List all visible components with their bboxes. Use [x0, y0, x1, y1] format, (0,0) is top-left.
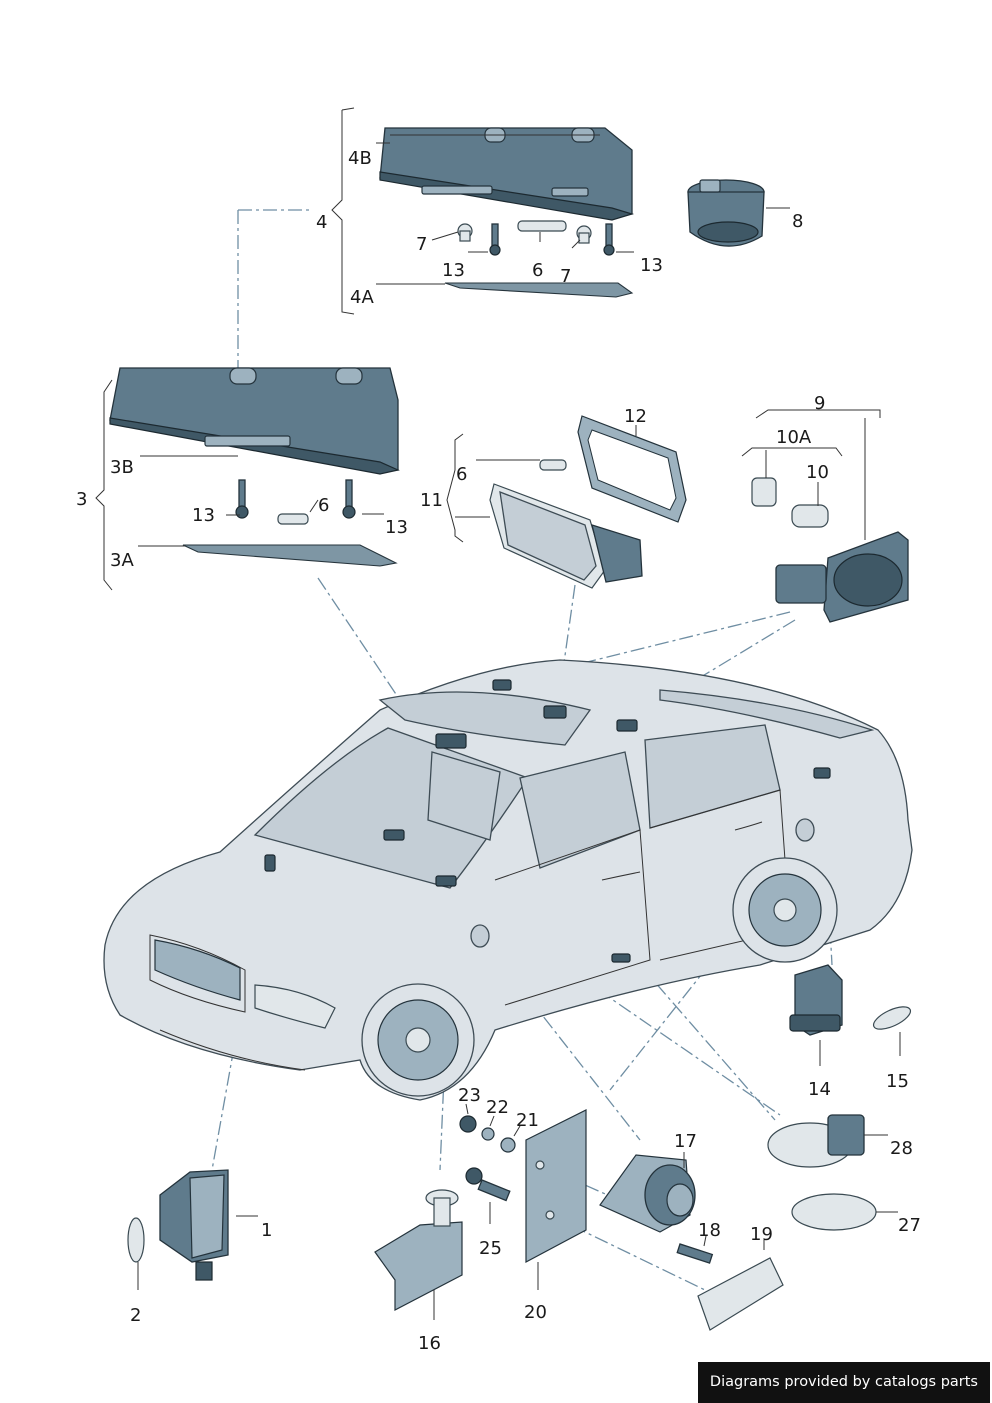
- reading-light-11: [489, 459, 643, 589]
- cover-4a: [444, 282, 634, 298]
- label-23: 23: [458, 1085, 481, 1106]
- label-4a: 4A: [350, 287, 374, 308]
- horn-17: [599, 1154, 696, 1233]
- label-13d: 13: [385, 517, 408, 538]
- label-13a: 13: [442, 260, 465, 281]
- car: [103, 659, 913, 1101]
- lamp-28: [767, 1114, 865, 1168]
- lens-19: [697, 1257, 784, 1331]
- label-19: 19: [750, 1224, 773, 1245]
- interior-light-3b: [109, 367, 400, 475]
- label-22: 22: [486, 1097, 509, 1118]
- label-6a: 6: [532, 260, 543, 281]
- cover-3a: [182, 544, 398, 567]
- switch-8: [687, 179, 765, 247]
- small-parts-4: [457, 220, 615, 256]
- bracket-16: [374, 1189, 463, 1311]
- label-10: 10: [806, 462, 829, 483]
- label-13b: 13: [640, 255, 663, 276]
- lens-27: [791, 1193, 877, 1231]
- label-4b: 4B: [348, 148, 372, 169]
- footer-credit: Diagrams provided by catalogs parts: [697, 1362, 990, 1403]
- frame-12: [577, 415, 687, 523]
- interior-light-4b: [379, 127, 635, 221]
- label-13c: 13: [192, 505, 215, 526]
- part-labels: 4B 4 8 7 13 6 7 13 4A 9 12 10A 3B 6 10 3…: [76, 148, 921, 1354]
- label-25: 25: [479, 1238, 502, 1259]
- label-2: 2: [130, 1305, 141, 1326]
- label-18: 18: [698, 1220, 721, 1241]
- label-16: 16: [418, 1333, 441, 1354]
- label-4: 4: [316, 212, 327, 233]
- label-6c: 6: [318, 495, 329, 516]
- label-7a: 7: [416, 234, 427, 255]
- label-11: 11: [420, 490, 443, 511]
- label-1: 1: [261, 1220, 272, 1241]
- label-12: 12: [624, 406, 647, 427]
- label-7b: 7: [560, 266, 571, 287]
- label-8: 8: [792, 211, 803, 232]
- label-6b: 6: [456, 464, 467, 485]
- small-parts-3: [235, 479, 356, 525]
- label-15: 15: [886, 1071, 909, 1092]
- lamp-1: [127, 1169, 229, 1281]
- label-21: 21: [516, 1110, 539, 1131]
- label-27: 27: [898, 1215, 921, 1236]
- label-10a: 10A: [776, 427, 812, 448]
- label-3: 3: [76, 489, 87, 510]
- leader-lines: [95, 107, 901, 1320]
- lamp-14-15: [789, 964, 912, 1036]
- label-28: 28: [890, 1138, 913, 1159]
- plate-20: [525, 1109, 587, 1263]
- label-3b: 3B: [110, 457, 134, 478]
- car-light-markers: [264, 679, 831, 963]
- label-20: 20: [524, 1302, 547, 1323]
- small-parts-21-25: [459, 1115, 714, 1264]
- label-17: 17: [674, 1131, 697, 1152]
- lamp-9: [751, 477, 909, 623]
- label-3a: 3A: [110, 550, 134, 571]
- label-14: 14: [808, 1079, 831, 1100]
- label-9: 9: [814, 393, 825, 414]
